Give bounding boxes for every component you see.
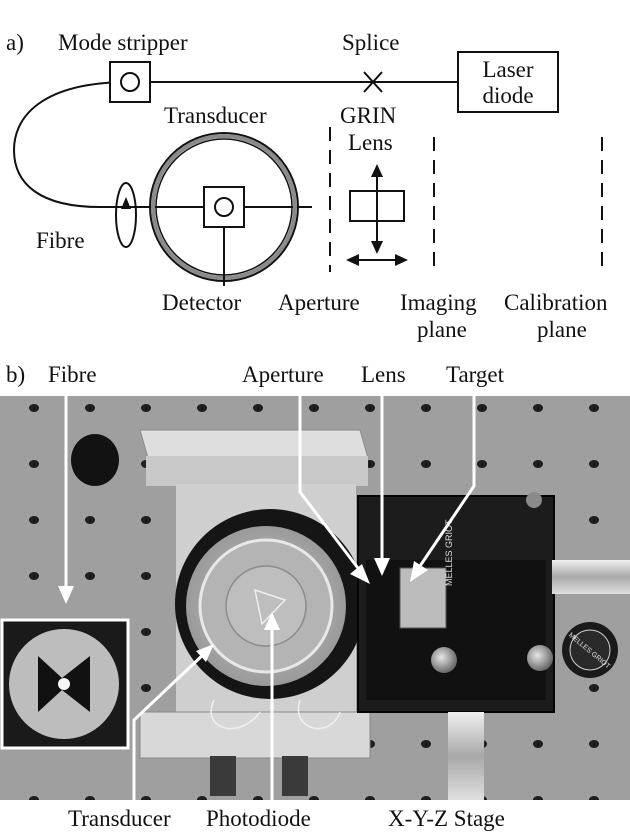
splice-label: Splice bbox=[342, 30, 400, 55]
micrometer-barrel bbox=[552, 560, 630, 594]
detector-icon bbox=[214, 197, 234, 217]
imaging-plane-label-line1: Imaging bbox=[400, 290, 477, 315]
aperture-arrowhead bbox=[350, 564, 370, 584]
stage-screw-right bbox=[527, 645, 553, 671]
target-arrow bbox=[414, 388, 476, 573]
mount-post-right bbox=[282, 756, 308, 796]
mount-top-edge bbox=[146, 456, 368, 486]
grin-label-line2: Lens bbox=[348, 130, 393, 155]
fibre-coil bbox=[115, 182, 137, 248]
fibre-loop bbox=[12, 81, 312, 208]
panel-b-label: b) bbox=[6, 362, 25, 387]
lens-photo-label: Lens bbox=[361, 362, 406, 387]
fibre-arrowhead bbox=[58, 586, 74, 604]
target-photo-label: Target bbox=[446, 362, 505, 387]
transducer-photo-label: Transducer bbox=[68, 806, 171, 831]
arrowhead-left bbox=[346, 254, 359, 266]
xyz-stage-label: X-Y-Z Stage bbox=[388, 806, 505, 831]
mount-post-left bbox=[210, 756, 236, 796]
calibration-plane-label-line1: Calibration bbox=[504, 290, 608, 315]
annotation-arrows bbox=[58, 388, 476, 800]
photodiode-photo-label: Photodiode bbox=[206, 806, 311, 831]
micrometer-knob-face bbox=[569, 629, 611, 671]
photodiode-wires bbox=[254, 588, 287, 626]
fibre-core bbox=[58, 678, 70, 690]
calibration-plane-label-line2: plane bbox=[537, 317, 587, 342]
xyz-stage-front-plate bbox=[366, 560, 546, 700]
laser-diode-label-line2: diode bbox=[482, 83, 533, 108]
lens-arrowhead bbox=[374, 558, 390, 576]
laser-diode-label-line1: Laser bbox=[482, 57, 533, 82]
splice-icon bbox=[363, 71, 383, 93]
transducer-arrow bbox=[132, 650, 208, 800]
fibre-photo-label: Fibre bbox=[48, 362, 97, 387]
mode-stripper-label: Mode stripper bbox=[58, 30, 188, 55]
panel-a-label: a) bbox=[6, 30, 24, 55]
detector-label: Detector bbox=[162, 290, 242, 315]
stage-screw-top bbox=[526, 492, 542, 508]
transducer-inner-disk bbox=[225, 565, 307, 647]
fibre-label: Fibre bbox=[36, 228, 85, 253]
laser-diode-box bbox=[457, 51, 559, 113]
stage-screw-left bbox=[431, 647, 457, 673]
arrowhead-down bbox=[371, 241, 383, 254]
transducer-label: Transducer bbox=[164, 103, 267, 128]
photodiode-arrowhead bbox=[264, 612, 280, 630]
panel-b-photo: b) Fibre Aperture Lens Target MELLES GRI… bbox=[0, 362, 630, 831]
target-holder bbox=[399, 567, 447, 629]
target-arrowhead bbox=[410, 561, 428, 582]
mount-base-plate bbox=[139, 711, 371, 759]
stage-brand-label: MELLES GRIOT bbox=[444, 519, 454, 586]
arrowhead-up bbox=[371, 164, 383, 177]
mount-top-plate bbox=[139, 429, 369, 459]
imaging-plane-label-line2: plane bbox=[417, 317, 467, 342]
transducer-arrowhead bbox=[196, 644, 214, 662]
arrowhead-right bbox=[395, 254, 408, 266]
aperture-label: Aperture bbox=[278, 290, 360, 315]
panel-a-schematic: a) Mode stripper Splice Laser diode Tran… bbox=[6, 30, 608, 342]
mode-stripper-icon bbox=[120, 72, 140, 92]
breadboard-large-hole bbox=[71, 434, 119, 486]
mount-cables bbox=[210, 699, 341, 730]
grin-label-line1: GRIN bbox=[340, 103, 397, 128]
stage-micrometer-bottom bbox=[448, 712, 484, 800]
aperture-photo-label: Aperture bbox=[242, 362, 324, 387]
aperture-arrow bbox=[298, 388, 366, 577]
fibre-coil-arrow bbox=[121, 197, 131, 209]
